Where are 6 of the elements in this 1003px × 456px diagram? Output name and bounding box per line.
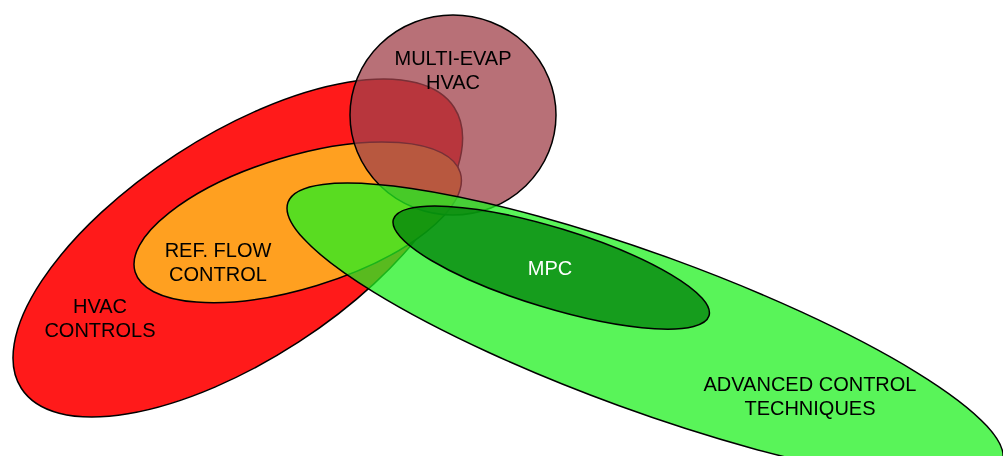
ellipse-shape [392, 206, 710, 330]
set-label: MULTI-EVAP HVAC [393, 46, 513, 94]
set-label: HVAC CONTROLS [43, 294, 157, 342]
set-label: REF. FLOW CONTROL [163, 237, 273, 286]
set-label: MPC [526, 256, 574, 280]
set-label: ADVANCED CONTROL TECHNIQUES [702, 372, 918, 420]
